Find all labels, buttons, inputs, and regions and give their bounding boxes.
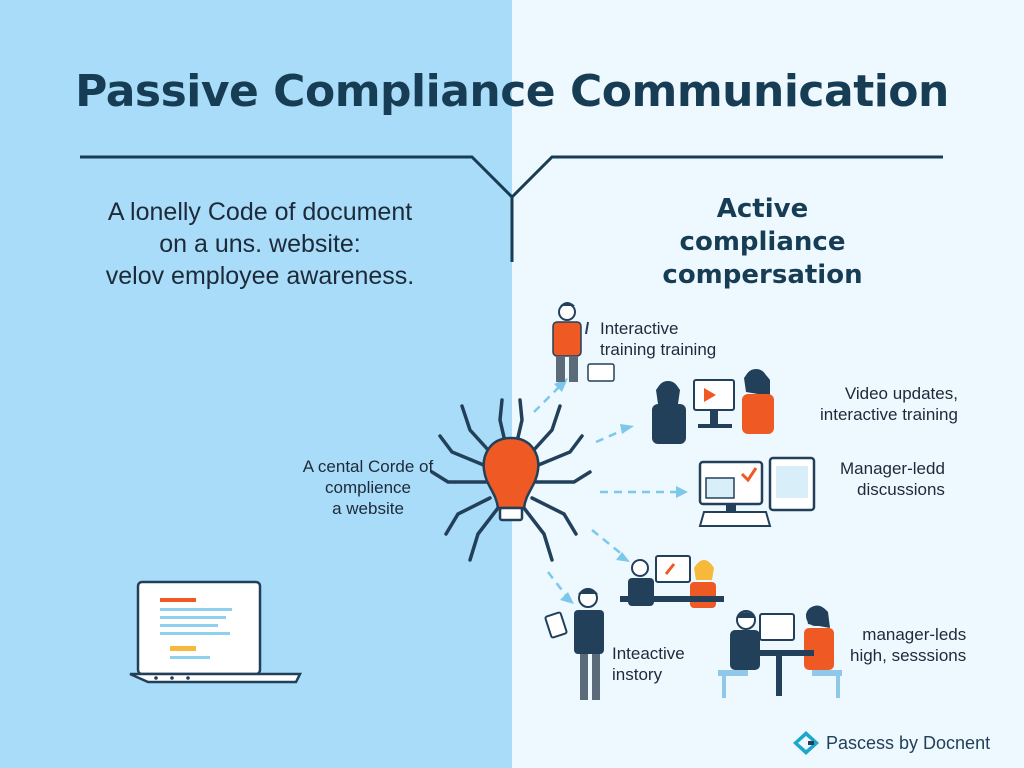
passive-description-line: velov employee awareness.: [105, 262, 415, 290]
active-title: Active compliance compersation: [630, 193, 895, 292]
item-label-line: manager-leds: [862, 625, 967, 644]
item-label-line: training training: [600, 340, 717, 359]
item-label-interactive-training: Interactive training training: [600, 318, 716, 360]
person-tablet-icon: [544, 588, 604, 700]
bulb-base: [498, 506, 524, 522]
item-label-line: Manager-ledd: [840, 459, 945, 478]
active-title-line: compliance: [679, 227, 846, 257]
passive-description-line: on a uns. website:: [159, 230, 361, 258]
item-label-line: discussions: [857, 480, 945, 499]
laptop-document-icon: [129, 580, 303, 684]
item-label-interactive-history: Inteactive instory: [612, 643, 685, 685]
center-label-line: A cental Corde of: [302, 457, 434, 476]
brand: Pascess by Docnent: [792, 730, 990, 756]
meeting-table-icon: [718, 605, 842, 698]
brand-logo-icon: [793, 731, 819, 755]
center-label: A cental Corde of complience a website: [288, 456, 448, 519]
title-bracket: [80, 155, 943, 200]
item-label-manager-discussions: Manager-ledd discussions: [840, 458, 945, 500]
active-title-line: compersation: [662, 260, 863, 290]
item-label-video-updates: Video updates, interactive training: [796, 383, 958, 425]
passive-description-line: A lonelly Code of document: [107, 198, 413, 226]
item-label-manager-sessions: manager-leds high, sesssions: [850, 624, 966, 666]
bulb-body: [482, 436, 540, 510]
item-label-line: Interactive: [600, 319, 679, 338]
passive-description: A lonelly Code of document on a uns. web…: [60, 196, 460, 292]
item-label-line: high, sesssions: [850, 646, 967, 665]
active-title-line: Active: [716, 194, 809, 224]
item-label-line: interactive training: [820, 405, 958, 424]
brand-name: Pascess by Docnent: [826, 732, 991, 753]
page-title: Passive Compliance Communication: [75, 66, 949, 117]
item-label-line: instory: [612, 665, 663, 684]
center-label-line: a website: [332, 499, 404, 518]
desk-collaboration-icon: [620, 555, 724, 608]
video-call-icon: [652, 369, 774, 444]
spider-bulb-icon: [430, 398, 592, 562]
item-label-line: Inteactive: [612, 644, 685, 663]
person-laptop-icon: [552, 302, 615, 382]
desktop-monitor-icon: [698, 456, 816, 527]
center-label-line: complience: [325, 478, 411, 497]
item-label-line: Video updates,: [844, 384, 958, 403]
